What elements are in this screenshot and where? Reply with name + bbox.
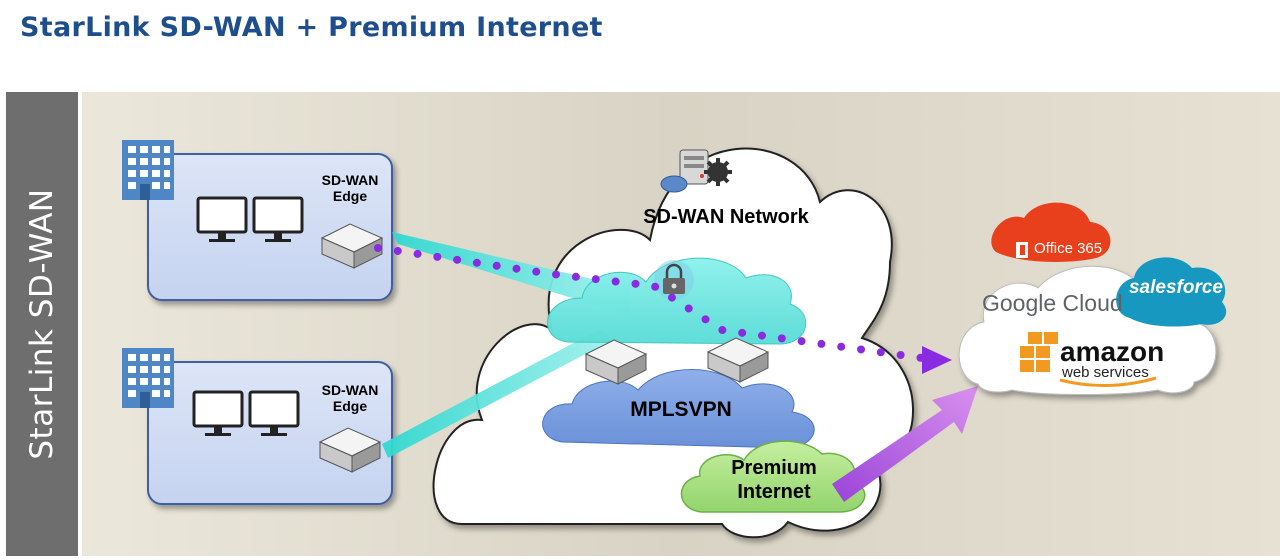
side-band [6,92,78,556]
diagram-canvas [82,92,1280,556]
salesforce-cloud [1116,257,1227,327]
edge-label-line2: Edge [332,398,368,414]
lock-icon [654,260,694,300]
mpls-vpn-cloud [542,369,815,449]
network-diagram: SD-WAN Edge SD-WAN Edge SD-WAN Network M… [82,92,1280,556]
edge-label-line1: SD-WAN [321,172,379,188]
dotted-traffic-path [374,244,952,374]
office365-logo-icon [1016,242,1028,258]
amazon-cubes-icon [1020,332,1058,372]
salesforce-logo-text: salesforce [1128,277,1223,298]
mpls-label: MPLSVPN [630,398,732,421]
edge-label-2: SD-WAN Edge [310,382,390,414]
office-building-icon [122,140,174,200]
premium-internet-line2: Internet [737,481,811,503]
page-title: StarLink SD-WAN + Premium Internet [20,12,603,43]
side-label: StarLink SD-WAN [24,188,60,460]
office365-logo-text: Office 365 [1034,240,1103,257]
overlay-tunnels [382,232,630,458]
amazon-smile-icon [1059,376,1157,387]
server-gear-icon [660,149,732,193]
aws-logo-subtext: web services [1062,364,1149,381]
amazon-logo-text: amazon [1060,336,1165,367]
premium-internet-label: Premium Internet [704,456,844,504]
sdwan-network-label: SD-WAN Network [643,206,809,228]
office-building-icon [122,348,174,408]
edge-label-line2: Edge [332,188,368,204]
branch-office-1 [122,140,393,301]
branch-office-2 [122,348,393,505]
premium-internet-line1: Premium [731,457,817,479]
google-cloud-logo-text: Google Cloud [982,290,1123,316]
internet-breakout-arrow [832,386,978,502]
edge-label-line1: SD-WAN [321,382,379,398]
edge-label-1: SD-WAN Edge [310,172,390,204]
